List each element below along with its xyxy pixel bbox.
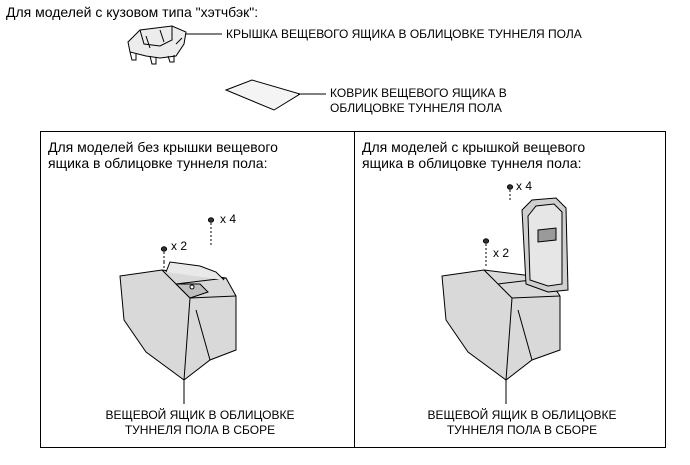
panel-right-title-line2: ящика в облицовке туннеля пола: (362, 155, 582, 171)
mat-illustration (224, 79, 326, 111)
panel-right-caption-line1: ВЕЩЕВОЙ ЯЩИК В ОБЛИЦОВКЕ (427, 408, 617, 422)
panel-left-screw-qty: x 2 (171, 239, 188, 253)
mat-label-line2: ОБЛИЦОВКЕ ТУННЕЛЯ ПОЛА (330, 101, 502, 115)
panel-right-title-line1: Для моделей с крышкой вещевого (362, 139, 586, 155)
mat-label-line1: КОВРИК ВЕЩЕВОГО ЯЩИКА В (330, 86, 507, 100)
lid-label: КРЫШКА ВЕЩЕВОГО ЯЩИКА В ОБЛИЦОВКЕ ТУННЕЛ… (226, 27, 582, 41)
panel-left-title-line1: Для моделей без крышки вещевого (48, 139, 278, 155)
left-screw-icon (160, 246, 168, 272)
right-console-illustration (441, 184, 569, 404)
page-title: Для моделей с кузовом типа "хэтчбэк": (6, 4, 259, 20)
panel-right-caption-line2: ТУННЕЛЯ ПОЛА В СБОРЕ (446, 423, 598, 437)
panel-left-bolt-qty: x 4 (220, 212, 237, 226)
panel-left-caption-line1: ВЕЩЕВОЙ ЯЩИК В ОБЛИЦОВКЕ (105, 408, 295, 422)
panel-left-title-line2: ящика в облицовке туннеля пола: (48, 155, 268, 171)
left-bolt-icon (207, 217, 215, 245)
panel-right-bolt-qty: x 4 (516, 179, 533, 193)
right-screw-icon (482, 238, 490, 268)
right-bolt-icon (506, 184, 514, 200)
left-console-illustration (119, 217, 237, 404)
panel-right (354, 131, 666, 448)
lid-illustration (127, 25, 222, 65)
panel-right-screw-qty: x 2 (493, 246, 510, 260)
panel-left-caption-line2: ТУННЕЛЯ ПОЛА В СБОРЕ (124, 423, 276, 437)
